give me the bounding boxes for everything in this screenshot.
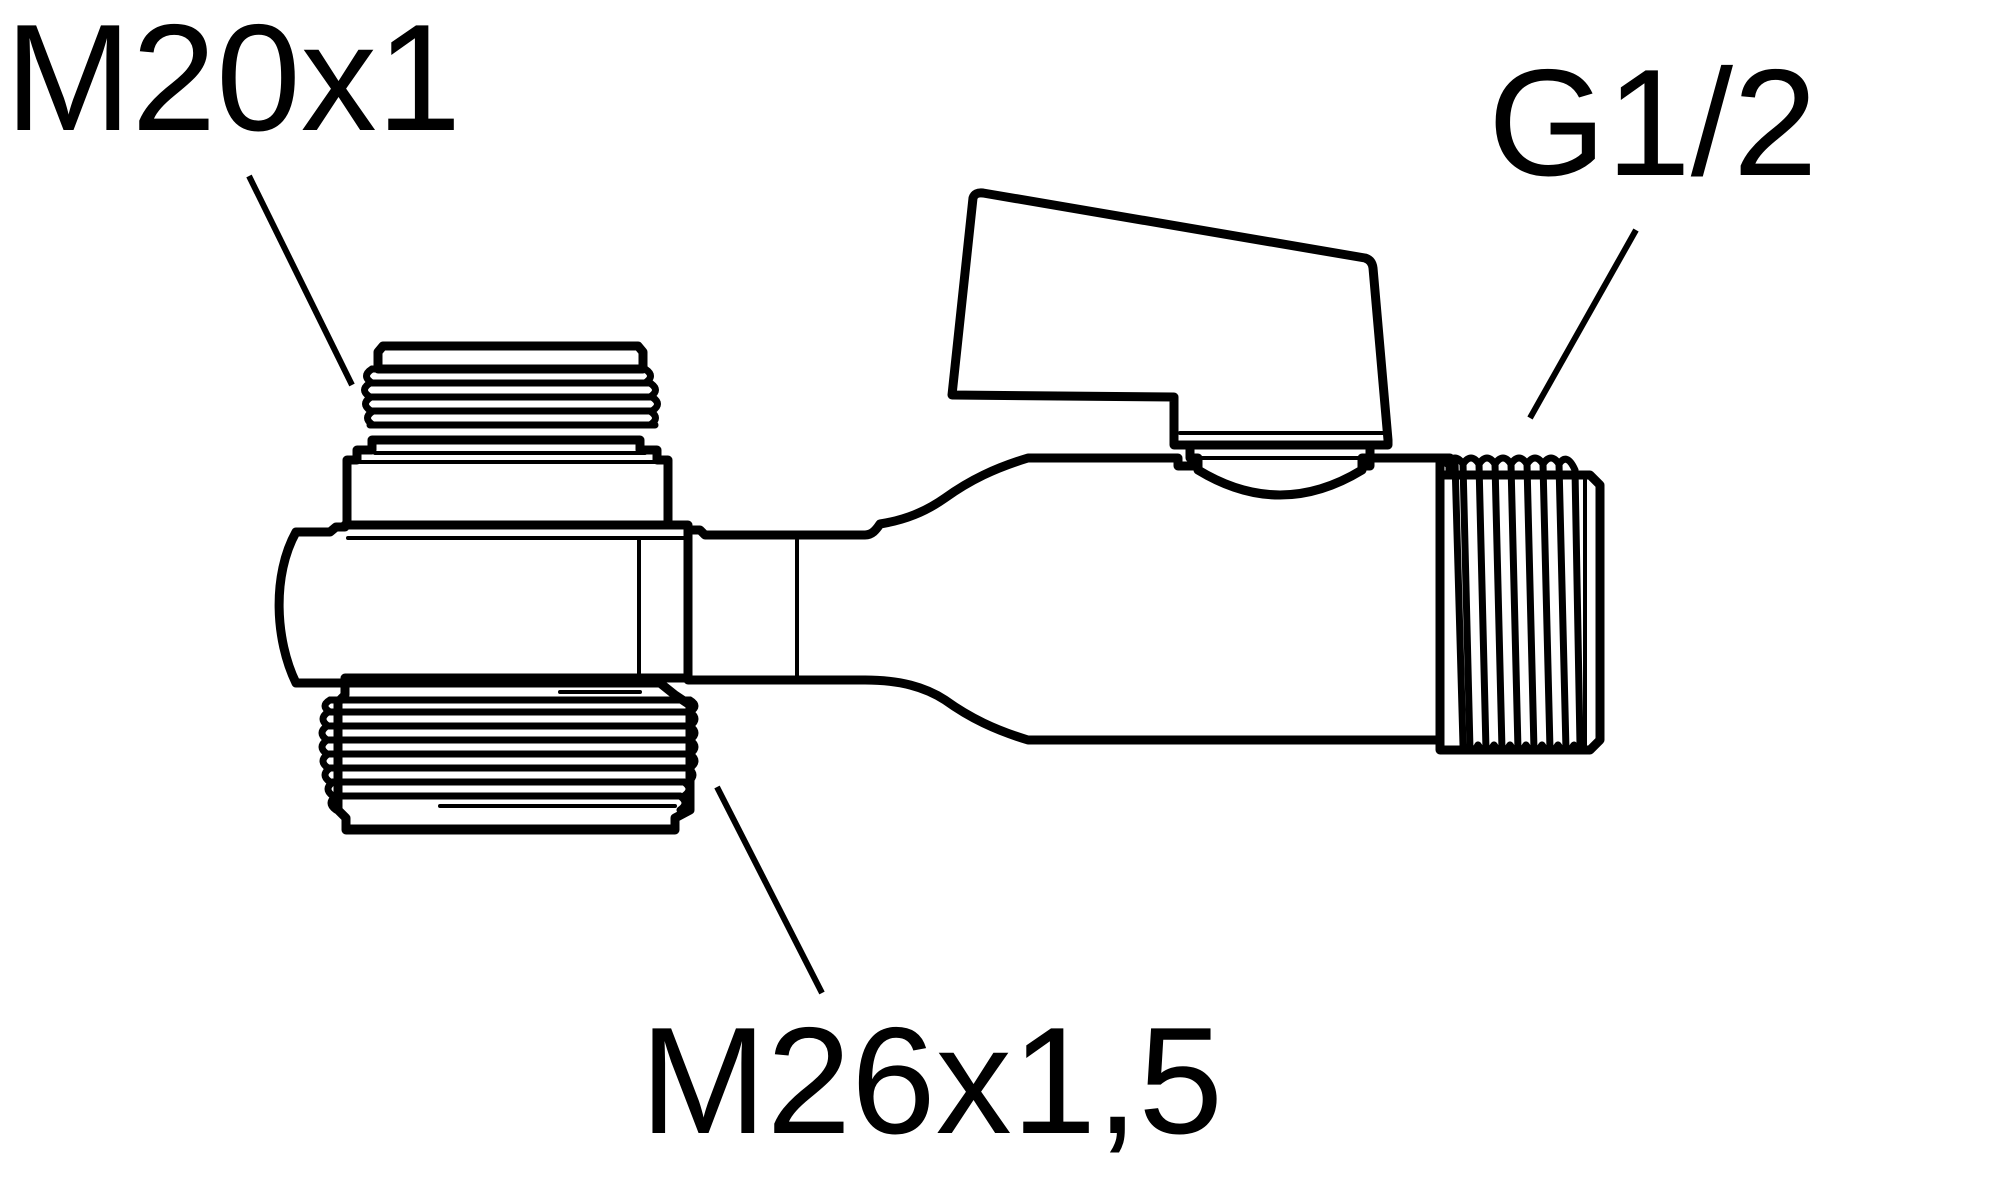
bottom-connection-m26x1-5 xyxy=(318,678,699,835)
right-connection-g1-2 xyxy=(1435,453,1605,755)
label-m26x1-5: M26x1,5 xyxy=(640,996,1223,1166)
leader-g1-2 xyxy=(1527,228,1639,420)
valve-body xyxy=(274,453,1455,745)
valve-ball xyxy=(1185,440,1375,500)
valve-handle[interactable] xyxy=(947,188,1393,450)
leader-m20x1 xyxy=(246,174,355,387)
top-connection-m20x1 xyxy=(342,341,673,530)
leader-m26x1-5 xyxy=(714,785,825,995)
label-g1-2: G1/2 xyxy=(1488,38,1818,208)
label-m20x1: M20x1 xyxy=(5,0,461,163)
